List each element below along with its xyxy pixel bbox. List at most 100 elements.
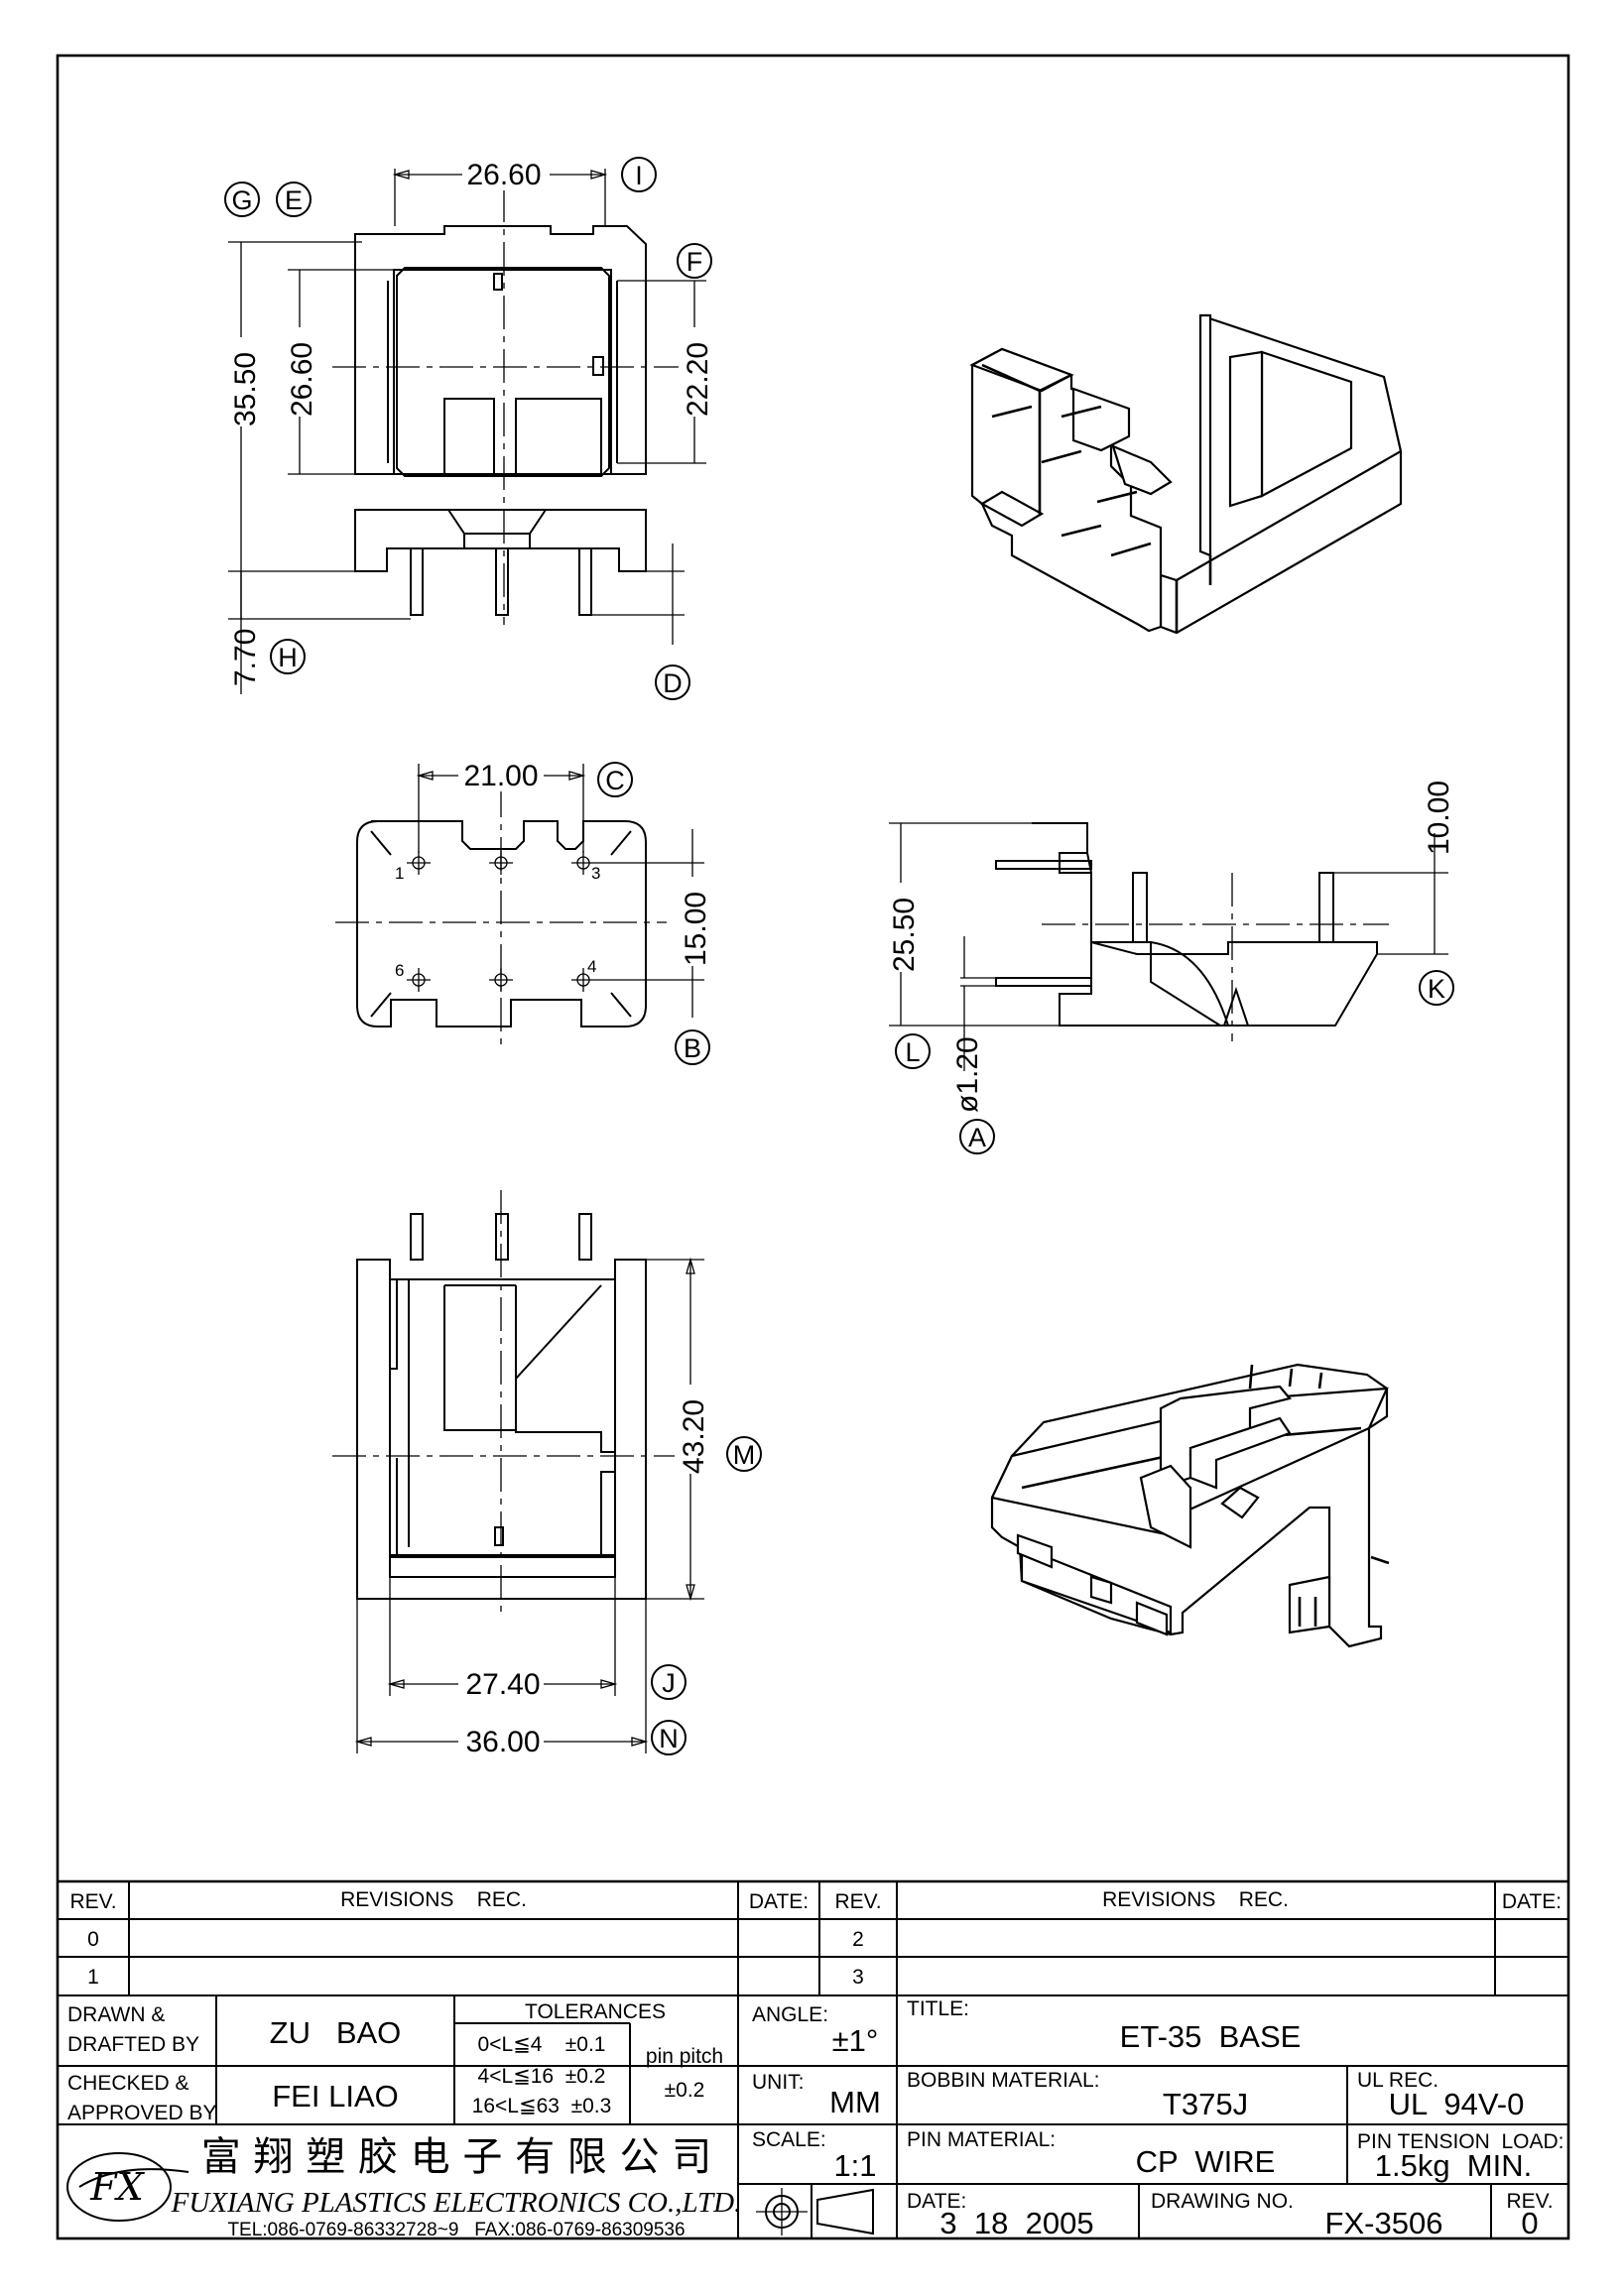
dim-pin-dia: ø1.20 xyxy=(951,1036,984,1113)
drawn-value: ZU BAO xyxy=(270,2015,402,2050)
scale-value: 1:1 xyxy=(833,2148,876,2183)
svg-text:E: E xyxy=(285,185,303,215)
callout-f: F xyxy=(677,243,712,279)
rev-2: 2 xyxy=(852,1928,864,1951)
rev-0: 0 xyxy=(87,1928,99,1951)
svg-text:K: K xyxy=(1428,974,1445,1004)
unit-label: UNIT: xyxy=(752,2071,805,2094)
svg-text:I: I xyxy=(635,161,643,190)
tol-line-2: 4<L≦16 ±0.2 xyxy=(478,2065,606,2088)
bottom-view: 43.20 27.40 36.00 xyxy=(332,1190,710,1758)
dim-bottom-length: 43.20 xyxy=(678,1399,710,1474)
drawn-label: DRAWN &DRAFTED BY xyxy=(67,2003,199,2056)
callout-e: E xyxy=(276,181,312,217)
date-header-right: DATE: xyxy=(1502,1890,1562,1913)
dim-side-height: 25.50 xyxy=(888,898,921,972)
ul-label: UL REC. xyxy=(1357,2069,1438,2092)
company-name-cn: 富 翔 塑 胶 电 子 有 限 公 司 xyxy=(201,2134,711,2180)
svg-text:FX: FX xyxy=(89,2165,145,2209)
pin-tension-label: PIN TENSION LOAD: xyxy=(1357,2130,1564,2153)
angle-label: ANGLE: xyxy=(752,2003,828,2026)
title-value: ET-35 BASE xyxy=(1120,2019,1302,2054)
pin-number-3: 3 xyxy=(591,864,600,883)
drawing-no-value: FX-3506 xyxy=(1325,2206,1443,2240)
date-header-left: DATE: xyxy=(749,1890,809,1913)
callout-c: C xyxy=(597,762,633,797)
dim-pin-span-x: 21.00 xyxy=(463,760,538,792)
title-block: REV. REVISIONS REC. DATE: REV. REVISIONS… xyxy=(58,1879,1568,2240)
company-logo-icon: FX xyxy=(66,2152,189,2222)
company-contact: TEL:086-0769-86332728~9 FAX:086-0769-863… xyxy=(227,2220,685,2240)
callout-j: J xyxy=(651,1664,687,1700)
isometric-view-top xyxy=(969,313,1403,635)
rev-header-left: REV. xyxy=(69,1890,116,1913)
svg-text:A: A xyxy=(968,1123,986,1152)
pin-number-6: 6 xyxy=(395,961,404,980)
ul-value: UL 94V-0 xyxy=(1389,2087,1525,2121)
rev-1: 1 xyxy=(87,1966,99,1989)
projection-symbol-icon xyxy=(756,2188,874,2236)
dim-inner-height: 26.60 xyxy=(286,342,318,417)
svg-text:M: M xyxy=(733,1440,756,1470)
callout-g: G xyxy=(224,181,260,217)
callout-d: D xyxy=(655,665,690,700)
tol-line-3: 16<L≦63 ±0.3 xyxy=(472,2095,612,2117)
callout-m: M xyxy=(726,1436,762,1472)
side-view: 25.50 10.00 ø1.20 xyxy=(885,781,1455,1113)
pin-view: 1 3 6 4 21.00 15.00 xyxy=(335,760,712,1051)
rev-label: REV. xyxy=(1506,2190,1553,2213)
checked-value: FEI LIAO xyxy=(272,2079,398,2114)
pin-pitch-label: pin pitch xyxy=(646,2045,723,2068)
pin-material-value: CP WIRE xyxy=(1136,2144,1276,2179)
dim-bottom-width: 36.00 xyxy=(465,1726,540,1758)
callout-h: H xyxy=(270,639,306,674)
svg-text:G: G xyxy=(231,185,252,215)
callout-n: N xyxy=(651,1720,687,1755)
svg-text:C: C xyxy=(605,766,625,795)
svg-text:F: F xyxy=(687,247,703,277)
callouts: G E I F H D C B K L A M J N xyxy=(224,157,1454,1755)
bobbin-material-label: BOBBIN MATERIAL: xyxy=(907,2069,1100,2092)
rev-value: 0 xyxy=(1521,2206,1538,2240)
date-label: DATE: xyxy=(907,2190,966,2213)
drawing-no-label: DRAWING NO. xyxy=(1151,2190,1294,2213)
top-view: 26.60 35.50 26.60 22.20 7.70 xyxy=(226,159,714,694)
svg-text:B: B xyxy=(684,1033,701,1063)
tol-line-1: 0<L≦4 ±0.1 xyxy=(478,2033,606,2056)
callout-l: L xyxy=(895,1033,931,1069)
pin-material-label: PIN MATERIAL: xyxy=(907,2128,1056,2151)
sheet-frame xyxy=(56,54,1570,2240)
date-value: 3 18 2005 xyxy=(939,2206,1093,2240)
pin-number-4: 4 xyxy=(587,957,596,976)
dim-pin-length: 7.70 xyxy=(229,629,262,686)
dim-window-height: 22.20 xyxy=(682,342,714,417)
rev-header-right: REV. xyxy=(834,1890,881,1913)
checked-label: CHECKED &APPROVED BY xyxy=(67,2072,217,2124)
svg-text:D: D xyxy=(663,668,683,698)
dim-top-width: 26.60 xyxy=(466,159,541,191)
bobbin-material-value: T375J xyxy=(1163,2087,1248,2121)
svg-text:L: L xyxy=(905,1037,920,1067)
rev-3: 3 xyxy=(852,1966,864,1989)
dim-overall-height: 35.50 xyxy=(229,352,262,426)
callout-a: A xyxy=(959,1119,995,1154)
callout-b: B xyxy=(675,1029,710,1065)
callout-k: K xyxy=(1419,970,1454,1006)
title-label: TITLE: xyxy=(907,1997,969,2020)
dim-side-step: 10.00 xyxy=(1423,781,1455,855)
revisions-header-left: REVISIONS REC. xyxy=(340,1888,527,1911)
callout-i: I xyxy=(621,157,657,192)
pin-tension-value: 1.5kg MIN. xyxy=(1375,2148,1533,2183)
isometric-view-bottom xyxy=(990,1363,1390,1648)
unit-value: MM xyxy=(829,2085,881,2119)
angle-value: ±1° xyxy=(832,2023,879,2058)
dim-bottom-inner-width: 27.40 xyxy=(465,1668,540,1701)
dim-pin-span-y: 15.00 xyxy=(680,892,712,966)
svg-text:J: J xyxy=(662,1668,676,1698)
company-name-en: FUXIANG PLASTICS ELECTRONICS CO.,LTD. xyxy=(171,2187,742,2219)
revisions-header-right: REVISIONS REC. xyxy=(1102,1888,1289,1911)
pin-number-1: 1 xyxy=(395,864,404,883)
pin-pitch-value: ±0.2 xyxy=(665,2079,705,2102)
tolerances-label: TOLERANCES xyxy=(525,2000,666,2023)
